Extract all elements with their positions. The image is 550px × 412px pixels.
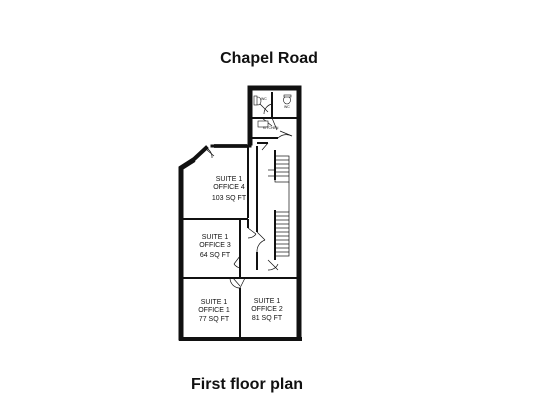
- interior-walls: [181, 92, 299, 338]
- doors: [205, 103, 293, 289]
- room-office-4-suite: SUITE 1: [216, 176, 243, 183]
- plan-subtitle: First floor plan: [191, 376, 303, 393]
- room-office-2-area: 81 SQ FT: [252, 315, 283, 322]
- wc-label-1: WC: [261, 97, 267, 101]
- room-office-2: SUITE 1 OFFICE 2 81 SQ FT: [251, 298, 283, 322]
- wc-label-2: WC: [284, 105, 290, 109]
- room-office-1-suite: SUITE 1: [201, 299, 228, 306]
- kitchen-label: KITCHEN: [263, 126, 279, 130]
- windows: [202, 95, 285, 341]
- room-office-4-area: 103 SQ FT: [212, 195, 247, 202]
- room-office-2-name: OFFICE 2: [251, 306, 283, 313]
- room-office-3: SUITE 1 OFFICE 3 64 SQ FT: [199, 234, 231, 259]
- room-office-1-name: OFFICE 1: [198, 307, 230, 314]
- staircase: [268, 155, 290, 257]
- room-office-4-name: OFFICE 4: [213, 184, 245, 191]
- outer-walls: [178, 85, 302, 341]
- plan-title: Chapel Road: [220, 50, 318, 67]
- sink-icon: [257, 120, 269, 128]
- room-office-1-area: 77 SQ FT: [199, 316, 230, 323]
- room-office-4: SUITE 1 OFFICE 4 103 SQ FT: [212, 176, 247, 202]
- room-office-3-suite: SUITE 1: [202, 234, 229, 241]
- sanitary-fixtures: [253, 94, 292, 128]
- room-office-2-suite: SUITE 1: [254, 298, 281, 305]
- room-office-3-area: 64 SQ FT: [200, 252, 231, 259]
- room-office-3-name: OFFICE 3: [199, 242, 231, 249]
- room-office-1: SUITE 1 OFFICE 1 77 SQ FT: [198, 299, 230, 323]
